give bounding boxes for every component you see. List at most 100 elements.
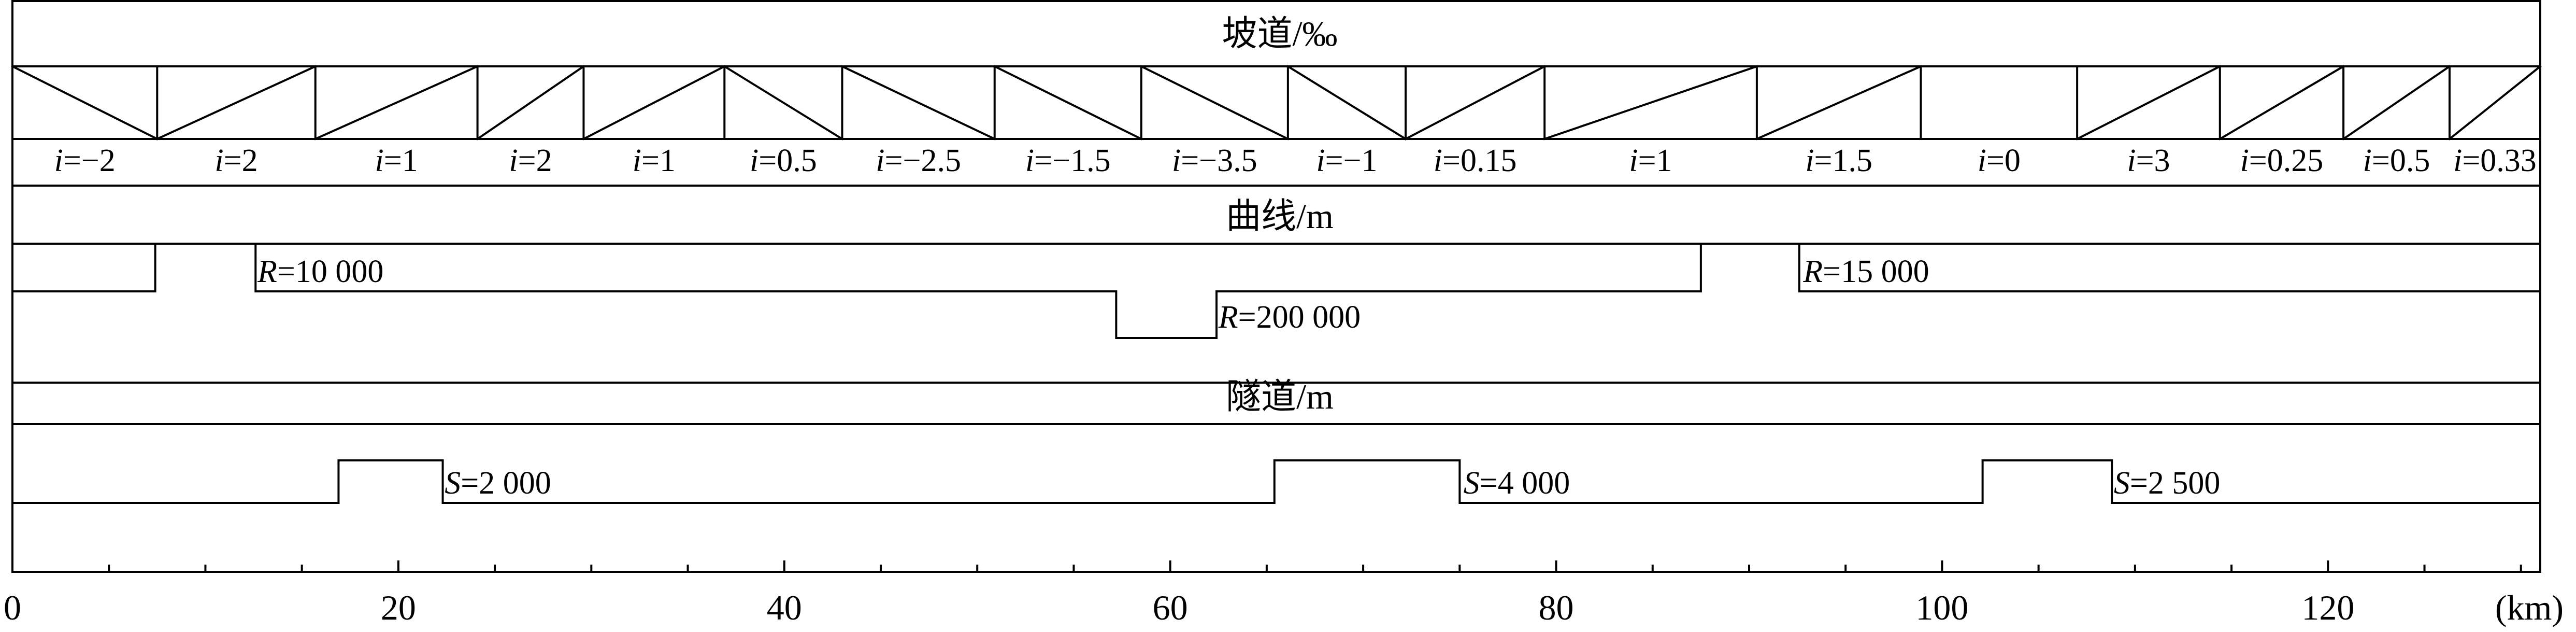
tunnel-length-label: S=2 500 [2114, 466, 2220, 501]
gradient-slope-line [155, 65, 317, 141]
gradient-value: =−2 [63, 143, 116, 178]
gradient-variable: i [633, 143, 641, 178]
gradient-variable: i [2127, 143, 2136, 178]
gradient-value: =−2.5 [885, 143, 961, 178]
gradient-value: =3 [2136, 143, 2170, 178]
gradient-variable: i [876, 143, 884, 178]
gradient-slope-line [1755, 65, 1923, 141]
axis-tick-label: 20 [381, 588, 416, 627]
gradient-value-label: i=−1 [1316, 143, 1377, 178]
tunnel-profile-line [12, 459, 2540, 504]
gradient-value-label: i=0 [1978, 143, 2021, 178]
gradient-value-label: i=3 [2127, 143, 2170, 178]
gradient-slope-line [2342, 65, 2451, 141]
axis-tick-label: 100 [1915, 588, 1968, 627]
gradient-variable: i [509, 143, 518, 178]
gradient-value-label: i=1.5 [1805, 143, 1872, 178]
curve-title: 曲线/m [1226, 196, 1334, 236]
axis-tick-label: 120 [2301, 588, 2354, 627]
gradient-slope-line [314, 65, 479, 141]
gradient-value: =0.25 [2249, 143, 2323, 178]
gradient-value: =2 [518, 143, 552, 178]
km-axis: (km) 0 20 40 60 80 100 120 [4, 560, 2564, 627]
gradient-variable: i [1629, 143, 1638, 178]
curve-radius-label: R=200 000 [1218, 300, 1361, 335]
curve-radius-label-variable: R [257, 254, 277, 289]
gradient-value: =−3.5 [1181, 143, 1257, 178]
gradient-variable: i [1025, 143, 1034, 178]
gradient-value-label: i=−2 [54, 143, 116, 178]
gradient-value: =−1.5 [1034, 143, 1110, 178]
gradient-value-label: i=1 [633, 143, 676, 178]
gradient-value: =1 [384, 143, 418, 178]
gradient-value-label: i=1 [1629, 143, 1672, 178]
gradient-slope-line [723, 65, 844, 141]
gradient-value: =1 [641, 143, 676, 178]
gradient-slope-line [1404, 65, 1546, 141]
gradient-variable: i [750, 143, 759, 178]
axis-tick-label: 60 [1153, 588, 1188, 627]
gradient-slope-line [2448, 65, 2542, 141]
gradient-value-label: i=0.5 [750, 143, 817, 178]
gradient-slope-line [1286, 65, 1407, 141]
gradient-value-label: i=0.25 [2240, 143, 2324, 178]
tunnel-length-label: S=2 000 [445, 466, 551, 501]
curve-radius-label: R=10 000 [257, 254, 383, 289]
axis-tick-label: 0 [4, 588, 21, 627]
gradient-value-label: i=2 [214, 143, 257, 178]
curve-radius-label: R=15 000 [1802, 254, 1929, 289]
gradient-value: =1 [1638, 143, 1672, 178]
gradient-slope-line [840, 65, 996, 141]
gradient-slope-line [11, 65, 159, 141]
gradient-variable: i [1316, 143, 1325, 178]
gradient-value-label: i=−1.5 [1025, 143, 1111, 178]
gradient-slope-line [2219, 65, 2345, 141]
tunnel-length-label-variable: S [445, 466, 461, 501]
gradient-value-label: i=−3.5 [1172, 143, 1257, 178]
curve-radius-label-variable: R [1802, 254, 1823, 289]
tunnel-length-label: S=4 000 [1464, 466, 1570, 501]
tunnel-length-label-variable: S [2114, 466, 2130, 501]
gradient-value-label: i=−2.5 [876, 143, 961, 178]
gradient-value: =1.5 [1814, 143, 1872, 178]
gradient-variable: i [54, 143, 63, 178]
tunnel-length-label-value: =2 500 [2130, 466, 2220, 501]
axis-tick-label: 40 [767, 588, 802, 627]
curve-radius-label-value: =200 000 [1238, 300, 1361, 335]
gradient-value: =−1 [1325, 143, 1378, 178]
gradient-value: =2 [224, 143, 258, 178]
gradient-slope-line [1543, 65, 1758, 141]
gradient-slope-line [1140, 65, 1290, 141]
curve-profile-line [12, 243, 2540, 339]
tunnel-length-label-variable: S [1464, 466, 1480, 501]
gradient-variable: i [2240, 143, 2249, 178]
gradient-value-label: i=0.15 [1434, 143, 1517, 178]
tunnel-length-label-value: =4 000 [1480, 466, 1570, 501]
gradient-variable: i [1978, 143, 1986, 178]
gradient-value: =0.5 [2372, 143, 2430, 178]
diagram-frame [11, 0, 2541, 573]
gradient-value-label: i=0.5 [2363, 143, 2430, 178]
curve-radius-label-variable: R [1218, 300, 1238, 335]
gradient-slope-line [993, 65, 1143, 141]
gradient-variable: i [1805, 143, 1814, 178]
gradient-variable: i [375, 143, 384, 178]
curve-radius-label-value: =15 000 [1823, 254, 1929, 289]
axis-tick-label: 80 [1539, 588, 1574, 627]
gradient-title: 坡道/‰ [1222, 14, 1338, 53]
gradient-value-label: i=1 [375, 143, 418, 178]
axis-unit-label: (km) [2495, 588, 2564, 627]
gradient-variable: i [2453, 143, 2462, 178]
tunnel-length-label-value: =2 000 [461, 466, 551, 501]
gradient-variable: i [1434, 143, 1442, 178]
gradient-value-label: i=0.33 [2453, 143, 2537, 178]
gradient-variable: i [214, 143, 223, 178]
gradient-value: =0 [1986, 143, 2021, 178]
gradient-value: =0.15 [1442, 143, 1516, 178]
gradient-variable: i [2363, 143, 2372, 178]
gradient-value: =0.5 [759, 143, 817, 178]
